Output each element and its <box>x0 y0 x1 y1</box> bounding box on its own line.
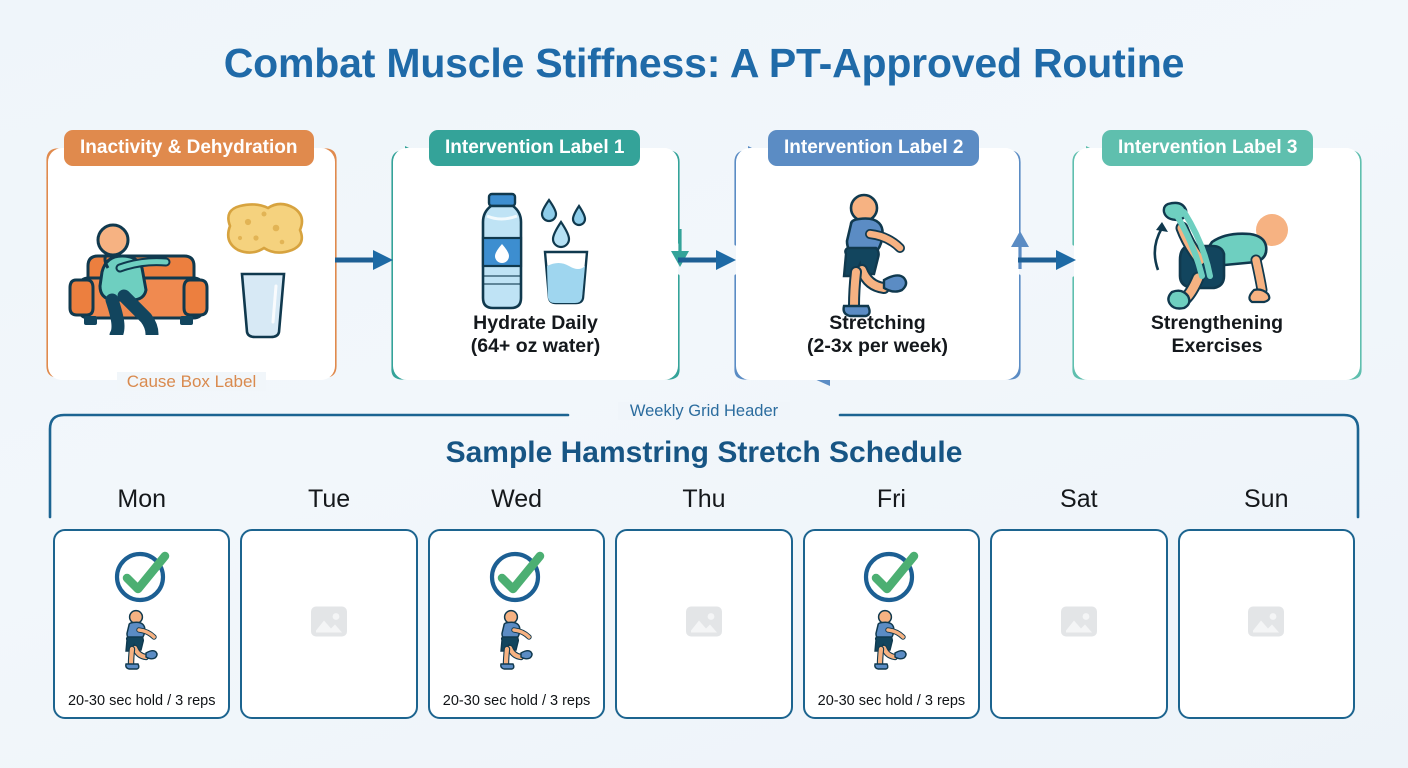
day-reps-label: 20-30 sec hold / 3 reps <box>67 693 216 709</box>
image-placeholder-icon <box>311 606 348 637</box>
cause-pill[interactable]: Inactivity & Dehydration <box>64 130 314 166</box>
connector-arrow-2 <box>678 250 736 270</box>
step-1-pill[interactable]: Intervention Label 1 <box>429 130 641 166</box>
image-placeholder-icon <box>1248 606 1285 637</box>
connector-arrow-1 <box>335 250 393 270</box>
weekly-legend: Weekly Grid Header <box>48 402 1360 421</box>
day-card-row: 20-30 sec hold / 3 reps 20-30 sec hold /… <box>53 529 1355 719</box>
cause-pill-label: Inactivity & Dehydration <box>80 137 298 158</box>
step-2-pill-label: Intervention Label 2 <box>784 137 964 158</box>
connector-arrow-3 <box>1018 250 1076 270</box>
step-2-pill[interactable]: Intervention Label 2 <box>768 130 980 166</box>
page-title: Combat Muscle Stiffness: A PT-Approved R… <box>223 40 1185 86</box>
day-label-thu: Thu <box>682 485 726 513</box>
step-3-pill-label: Intervention Label 3 <box>1118 137 1298 158</box>
empty-glass-icon <box>240 272 286 339</box>
day-card-thu[interactable] <box>615 529 793 719</box>
day-label-mon: Mon <box>117 485 167 513</box>
day-check <box>860 544 922 611</box>
day-placeholder <box>1247 603 1285 646</box>
check-circle-icon <box>864 551 919 603</box>
day-check <box>486 544 548 611</box>
day-label-row: Mon Tue Wed Thu Fri Sat Sun <box>48 485 1360 527</box>
day-card-sun[interactable] <box>1177 529 1355 719</box>
day-reps-label: 20-30 sec hold / 3 reps <box>442 693 591 709</box>
day-check <box>111 544 173 611</box>
sponge-icon <box>226 202 304 254</box>
day-exercise-figure <box>490 609 544 676</box>
image-placeholder-icon <box>1060 606 1097 637</box>
standing-hamstring-stretch-icon <box>499 609 533 670</box>
step-box-1[interactable]: Intervention Label 1 Hydrate <box>391 130 680 380</box>
day-reps-label: 20-30 sec hold / 3 reps <box>817 693 966 709</box>
weekly-section-border <box>48 413 1360 517</box>
day-exercise-figure <box>115 609 169 676</box>
day-card-wed[interactable]: 20-30 sec hold / 3 reps <box>427 529 606 719</box>
step-box-2[interactable]: Intervention Label 2 <box>734 130 1021 386</box>
day-label-sun: Sun <box>1244 485 1289 513</box>
day-card-sat[interactable] <box>990 529 1168 719</box>
person-on-couch-icon <box>68 223 209 335</box>
step-box-3[interactable]: Intervention Label 3 <box>1072 130 1362 380</box>
standing-hamstring-stretch-icon <box>874 609 908 670</box>
check-circle-icon <box>489 551 544 603</box>
day-label-sat: Sat <box>1060 485 1098 513</box>
step-1-caption: Hydrate Daily (64+ oz water) <box>470 312 601 357</box>
day-card-tue[interactable] <box>240 529 418 719</box>
image-placeholder-icon <box>685 606 722 637</box>
weekly-section: Weekly Grid Header Sample Hamstring Stre… <box>48 402 1360 517</box>
day-label-fri: Fri <box>876 485 906 513</box>
step-3-caption: Strengthening Exercises <box>1150 312 1284 357</box>
standing-hamstring-stretch-icon <box>842 193 908 318</box>
day-placeholder <box>1060 603 1098 646</box>
day-exercise-figure <box>864 609 918 676</box>
day-placeholder <box>310 603 348 646</box>
flow-row: Inactivity & Dehydration <box>0 130 1408 391</box>
step-3-pill[interactable]: Intervention Label 3 <box>1102 130 1314 166</box>
day-card-mon[interactable]: 20-30 sec hold / 3 reps <box>53 529 231 719</box>
standing-hamstring-stretch-icon <box>124 609 158 670</box>
day-placeholder <box>685 603 723 646</box>
weekly-title: Sample Hamstring Stretch Schedule <box>445 436 963 469</box>
water-bottle-icon <box>481 192 589 310</box>
day-label-tue: Tue <box>308 485 351 513</box>
day-label-wed: Wed <box>491 485 543 513</box>
step-2-border-arrow-up <box>1011 231 1029 269</box>
step-2-caption: Stretching (2-3x per week) <box>807 312 948 357</box>
check-circle-icon <box>114 551 169 603</box>
day-card-fri[interactable]: 20-30 sec hold / 3 reps <box>802 529 981 719</box>
step-1-pill-label: Intervention Label 1 <box>445 137 625 158</box>
cause-box[interactable]: Inactivity & Dehydration <box>46 130 337 391</box>
resistance-band-kickback-icon <box>1153 201 1288 310</box>
